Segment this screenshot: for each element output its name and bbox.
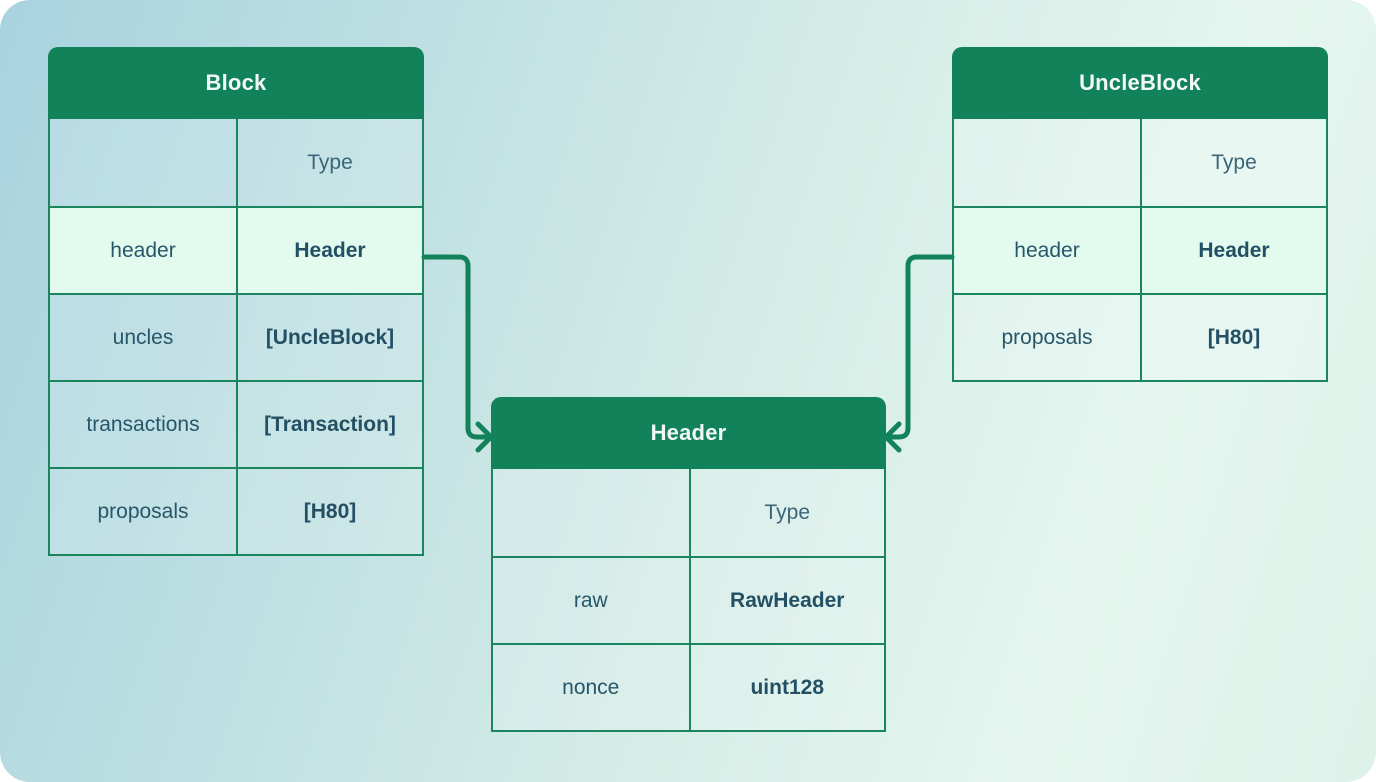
block-empty-cell [50, 119, 236, 206]
field-name: uncles [112, 325, 174, 349]
uncleblock-row-proposals: proposals [H80] [954, 293, 1326, 380]
field-type: [H80] [1140, 295, 1326, 380]
block-row-transactions: transactions [Transaction] [50, 380, 422, 467]
block-row-header: header Header [50, 206, 422, 293]
field-name: nonce [562, 675, 620, 699]
field-name: transactions [86, 412, 200, 436]
block-table-title: Block [48, 47, 424, 119]
arrowhead-into-header-left [475, 421, 494, 453]
field-type: Header [236, 208, 422, 293]
header-table-title: Header [491, 397, 886, 469]
header-table: Header Type raw RawHeader nonce uint128 [491, 397, 886, 732]
uncleblock-type-header-row: Type [954, 119, 1326, 206]
arrowhead-into-header-right [883, 421, 902, 453]
field-type: [Transaction] [236, 382, 422, 467]
block-type-header-row: Type [50, 119, 422, 206]
field-name: header [110, 238, 176, 262]
header-type-header-row: Type [493, 469, 884, 556]
field-name: proposals [97, 499, 189, 523]
block-type-column-header: Type [236, 119, 422, 206]
connector-block-header-to-header [421, 254, 488, 440]
header-empty-cell [493, 469, 689, 556]
uncleblock-empty-cell [954, 119, 1140, 206]
uncleblock-type-column-header: Type [1140, 119, 1326, 206]
block-table-body: Type header Header uncles [UncleBlock] t… [48, 119, 424, 556]
header-type-column-header: Type [688, 469, 885, 556]
block-row-uncles: uncles [UncleBlock] [50, 293, 422, 380]
field-type: [H80] [236, 469, 422, 554]
field-type: uint128 [688, 645, 885, 730]
header-row-nonce: nonce uint128 [493, 643, 884, 730]
header-row-raw: raw RawHeader [493, 556, 884, 643]
uncleblock-table: UncleBlock Type header Header proposals … [952, 47, 1328, 382]
block-row-proposals: proposals [H80] [50, 467, 422, 554]
field-name: raw [573, 588, 608, 612]
uncleblock-table-body: Type header Header proposals [H80] [952, 119, 1328, 382]
uncleblock-row-header: header Header [954, 206, 1326, 293]
block-table: Block Type header Header uncles [UncleBl… [48, 47, 424, 556]
uncleblock-table-title: UncleBlock [952, 47, 1328, 119]
header-table-body: Type raw RawHeader nonce uint128 [491, 469, 886, 732]
connector-uncleblock-header-to-header [888, 254, 955, 440]
field-name: proposals [1001, 325, 1093, 349]
field-type: [UncleBlock] [236, 295, 422, 380]
field-type: RawHeader [688, 558, 885, 643]
field-name: header [1014, 238, 1080, 262]
field-type: Header [1140, 208, 1326, 293]
